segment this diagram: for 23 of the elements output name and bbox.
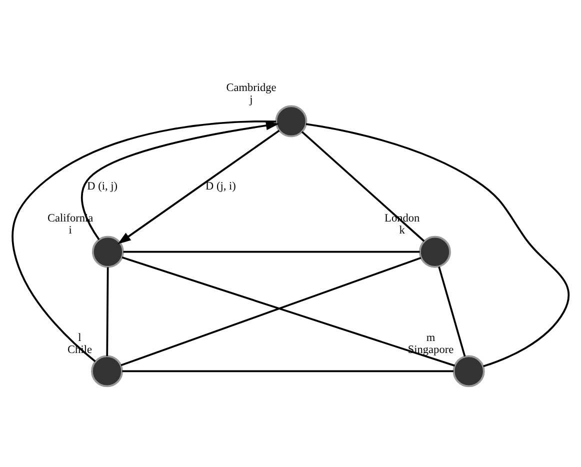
- connector: [438, 266, 466, 356]
- node-label: Cambridge: [226, 81, 276, 94]
- node-circle: [92, 235, 124, 268]
- connector: [123, 250, 420, 252]
- connector: [301, 130, 425, 242]
- arrow: [81, 120, 280, 240]
- node-label: m: [426, 331, 436, 344]
- node-circle: [91, 354, 123, 387]
- connector: [306, 122, 570, 367]
- connector: [12, 120, 276, 362]
- node-circle: [275, 104, 308, 137]
- node-label: l: [78, 331, 82, 344]
- node-label: Singapore: [408, 343, 454, 356]
- edge-label: D (j, i): [206, 180, 236, 192]
- node-circle: [419, 235, 451, 268]
- connector: [122, 370, 454, 372]
- arrow: [118, 129, 280, 244]
- connector: [106, 266, 109, 356]
- edge-label: D (i, j): [87, 180, 118, 192]
- node-label: i: [68, 224, 72, 236]
- node-label: j: [250, 94, 253, 106]
- node-circle: [452, 354, 485, 387]
- node-label: k: [399, 224, 405, 236]
